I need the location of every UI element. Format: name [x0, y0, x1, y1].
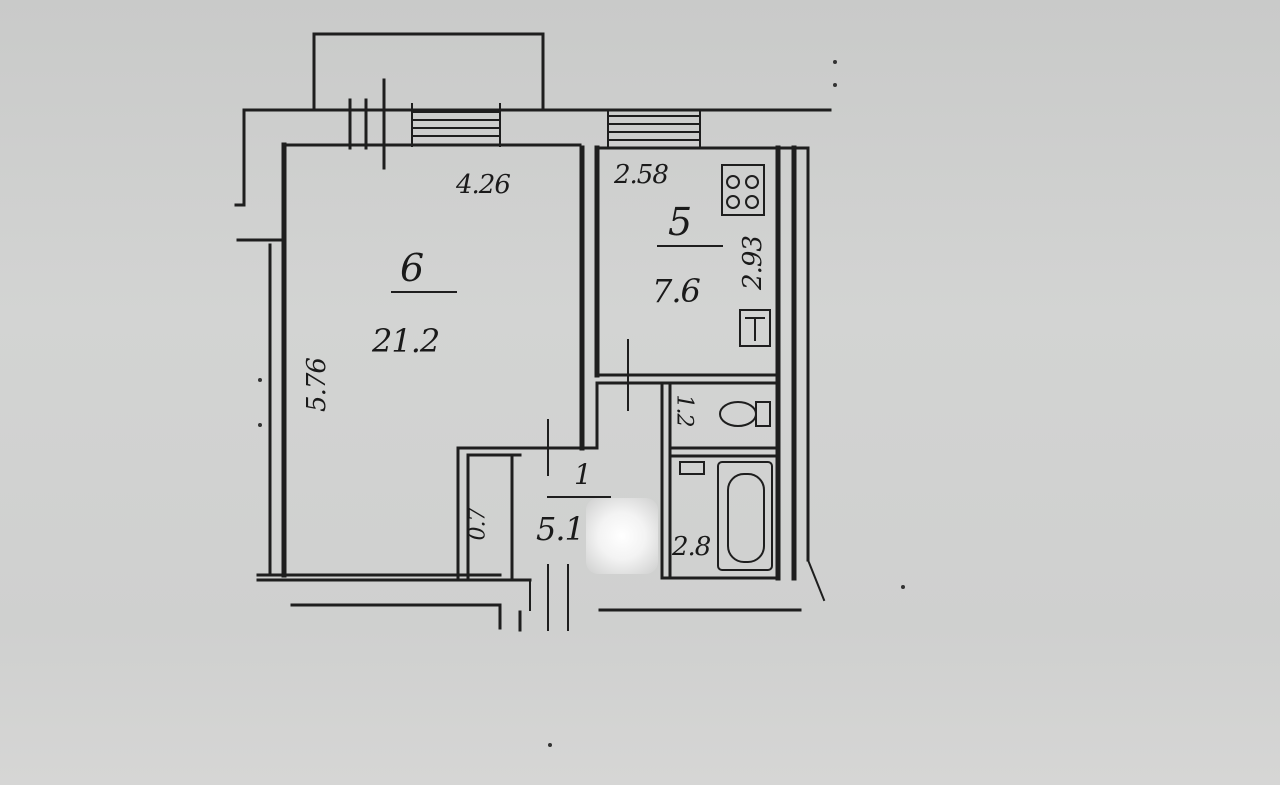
window-right	[607, 111, 701, 149]
toilet-area: 1.2	[671, 394, 697, 427]
room-6-area: 21.2	[372, 322, 440, 360]
room-6-width: 4.26	[456, 170, 511, 200]
window-left	[411, 103, 501, 147]
closet-area: 0.7	[465, 508, 491, 541]
label-dividers	[391, 245, 723, 498]
sink-icon	[739, 309, 771, 347]
windows	[348, 78, 701, 170]
balcony-door	[348, 78, 386, 170]
room-5-length: 2.93	[737, 236, 768, 290]
room-6-number: 6	[400, 246, 424, 290]
toilet-icon	[719, 401, 771, 427]
room-1-number: 1	[574, 458, 592, 491]
photo-glare	[586, 498, 658, 574]
scan-marks	[258, 60, 905, 747]
stove-icon	[721, 164, 765, 216]
balcony	[312, 32, 545, 110]
room-5-area: 7.6	[652, 272, 701, 310]
interior-walls	[456, 145, 780, 631]
bath-sink-icon	[679, 461, 705, 475]
outer-walls	[234, 108, 832, 632]
room-6-length: 5.76	[301, 358, 332, 412]
room-5-number: 5	[668, 200, 692, 244]
bath-area: 2.8	[672, 532, 711, 562]
room-1-area: 5.1	[536, 510, 585, 548]
bathtub-icon	[717, 461, 773, 571]
room-5-width: 2.58	[614, 160, 669, 190]
